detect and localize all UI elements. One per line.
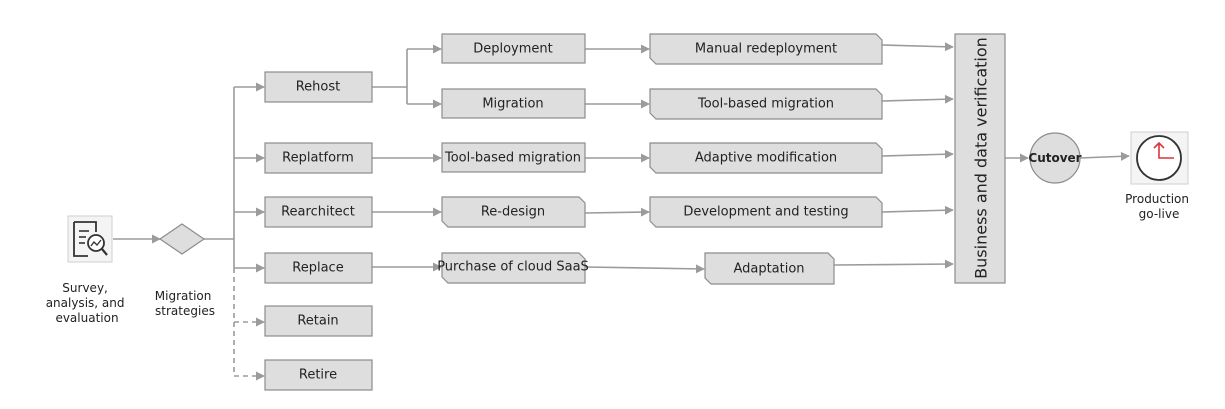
step-redesign-label: Re-design [481,205,545,220]
step-replatform-tool-label: Tool-based migration [444,151,581,166]
strategy-retire-label: Retire [299,368,337,383]
strategy-rearchitect: Rearchitect [264,196,373,228]
connector-cutover-to-golive [1079,151,1130,161]
business-data-verification: Business and data verification [954,33,1006,284]
step-migration-label: Migration [482,97,543,112]
survey-document-magnifier-icon [67,215,113,263]
strategy-replace-label: Replace [292,261,343,276]
verification-label: Business and data verification [972,37,991,279]
clock-icon [1130,131,1189,185]
step-migration: Migration [441,88,586,119]
golive-caption: Production go-live [1125,192,1193,221]
connectors [113,42,1130,381]
connector-devtest-to-verification [881,205,954,215]
step-replatform-tool-migration: Tool-based migration [441,142,586,173]
survey-caption: Survey, analysis, and evaluation [46,281,129,325]
strategy-retain: Retain [264,305,373,337]
step-manual-redeployment-label: Manual redeployment [695,42,837,57]
strategy-retire: Retire [264,359,373,391]
connector-saas-to-adaptation [584,264,705,274]
step-deployment-label: Deployment [473,42,553,57]
connector-adaptation-to-verification [833,259,954,269]
strategy-replatform-label: Replatform [282,151,354,166]
strategy-retain-label: Retain [297,314,338,329]
strategy-rehost: Rehost [264,71,373,103]
step-development-and-testing-label: Development and testing [683,205,848,220]
strategy-rearchitect-label: Rearchitect [281,205,355,220]
migration-strategies-diamond [158,223,206,255]
step-tool-based-migration-label: Tool-based migration [697,97,834,112]
step-redesign: Re-design [441,196,586,228]
step-adaptive-modification-label: Adaptive modification [695,151,837,166]
cutover: Cutover [1028,132,1082,184]
migration-strategies-caption: Migration strategies [155,289,215,318]
step-adaptation-label: Adaptation [733,262,804,277]
step-development-and-testing: Development and testing [649,196,883,228]
connector-manual-to-verification [881,42,954,52]
step-purchase-saas-label: Purchase of cloud SaaS [437,260,589,275]
strategy-rehost-label: Rehost [296,80,341,95]
strategy-replace: Replace [264,252,373,284]
strategy-replatform: Replatform [264,142,373,174]
connector-adaptive-to-verification [881,149,954,159]
step-adaptation: Adaptation [704,252,835,285]
connector-redesign-to-devtest [584,207,650,217]
cutover-label: Cutover [1028,151,1081,165]
step-purchase-saas: Purchase of cloud SaaS [437,252,589,284]
step-manual-redeployment: Manual redeployment [649,33,883,65]
step-tool-based-migration: Tool-based migration [649,88,883,120]
step-deployment: Deployment [441,33,586,64]
step-adaptive-modification: Adaptive modification [649,142,883,174]
connector-tool-to-verification [881,94,954,104]
connector-rehost-split [372,49,408,104]
